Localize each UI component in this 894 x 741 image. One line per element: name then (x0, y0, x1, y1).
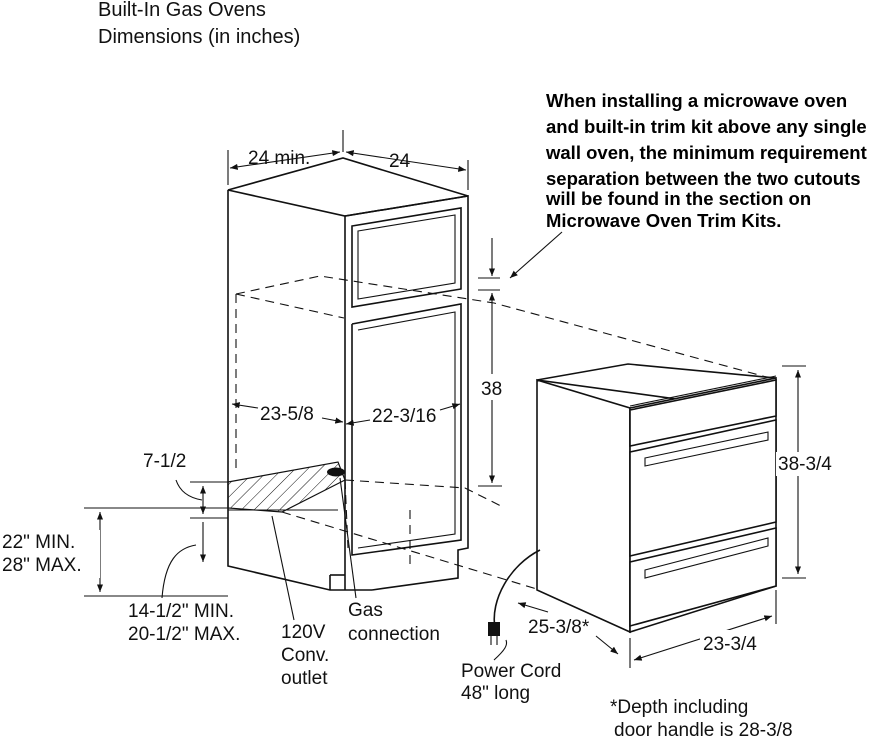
note-line-1: When installing a microwave oven (546, 90, 847, 111)
dim-width-label: 24 (389, 151, 411, 172)
oven-side (536, 378, 631, 634)
projection-inner (344, 479, 349, 549)
oven-control-panel (629, 379, 777, 447)
dim-38-bg (478, 374, 506, 400)
title-line-1: Built-In Gas Ovens (98, 0, 266, 21)
note-line-4: separation between the two cutouts (546, 168, 861, 189)
cabinet-front-edge (344, 195, 469, 591)
dim-oven-height-bg (776, 452, 846, 476)
outlet-label-2: Conv. (281, 645, 329, 666)
dim-38-label: 38 (481, 379, 502, 400)
dim-22-3-16-label: 22-3/16 (372, 406, 436, 427)
dim-23-5-8-label: 23-5/8 (260, 404, 314, 425)
dim-width-line (345, 150, 467, 172)
footnote-line-1: *Depth including (610, 697, 748, 718)
dim-floor-bg (0, 530, 100, 578)
gas-connection-port (327, 467, 345, 477)
dim-base-max-label: 20-1/2" MAX. (128, 624, 240, 645)
dim-oven-width-label: 23-3/4 (703, 634, 757, 655)
dim-depth-arrow-right (595, 635, 619, 655)
cutout-floor-hatch (227, 461, 346, 513)
dim-23-5-8-left (231, 402, 259, 409)
power-cord-leader (493, 639, 508, 661)
gas-label-1: Gas (348, 600, 383, 621)
oven (536, 363, 777, 634)
upper-opening-inner (357, 214, 456, 300)
main-cutout (351, 303, 462, 556)
dim-22-3-16-left (345, 419, 371, 426)
dim-floor-max-label: 28" MAX. (2, 555, 82, 576)
title-line-2: Dimensions (in inches) (98, 26, 300, 48)
gas-label-2: connection (348, 624, 440, 645)
dim-23-5-8-right (321, 417, 344, 424)
footnote-line-2: door handle is 28-3/8 (614, 720, 793, 741)
power-cord-label-1: Power Cord (461, 661, 561, 682)
cabinet-left-side (227, 190, 372, 591)
oven-lower-door (629, 526, 777, 628)
outlet-label-3: outlet (281, 668, 328, 689)
note-line-6: Microwave Oven Trim Kits. (546, 210, 781, 231)
outlet-label-1: 120V (281, 622, 326, 643)
main-cutout-inner (357, 311, 456, 549)
note-line-3: wall oven, the minimum requirement (545, 142, 867, 163)
power-cord-label-2: 48" long (461, 683, 530, 704)
dim-base-min-label: 14-1/2" MIN. (128, 601, 234, 622)
dim-7-1-2-leader (175, 479, 203, 501)
dim-oven-height-label: 38-3/4 (778, 454, 832, 475)
dim-base-leader (161, 544, 197, 599)
dim-oven-width-bg (700, 630, 772, 654)
projection-base (281, 511, 541, 591)
oven-trim-line (629, 375, 777, 407)
cabinet (227, 157, 469, 591)
note-leader-arrow (509, 231, 563, 279)
power-plug-icon (488, 622, 500, 636)
oven-upper-handle (644, 431, 769, 467)
projection-lines (235, 275, 771, 591)
projection-top (235, 275, 771, 379)
dim-floor-min-label: 22" MIN. (2, 532, 75, 553)
note-line-5: will be found in the section on (545, 188, 811, 209)
note-line-2: and built-in trim kit above any single (546, 116, 867, 137)
dim-width-min-label: 24 min. (248, 148, 310, 169)
projection-floor (344, 479, 506, 509)
dim-depth-arrow-left (517, 602, 549, 613)
power-cord (493, 549, 541, 629)
dim-width-min-line (229, 150, 341, 170)
outlet-leader (271, 515, 295, 621)
projection-diag (235, 293, 345, 319)
dim-depth-label: 25-3/8* (528, 617, 590, 638)
dim-22-3-16-right (439, 403, 461, 411)
oven-lower-handle (644, 537, 769, 579)
upper-opening (351, 207, 462, 308)
gas-leader (339, 477, 357, 599)
dim-7-1-2-label: 7-1/2 (143, 451, 186, 472)
installation-note: When installing a microwave oven and bui… (545, 90, 867, 231)
